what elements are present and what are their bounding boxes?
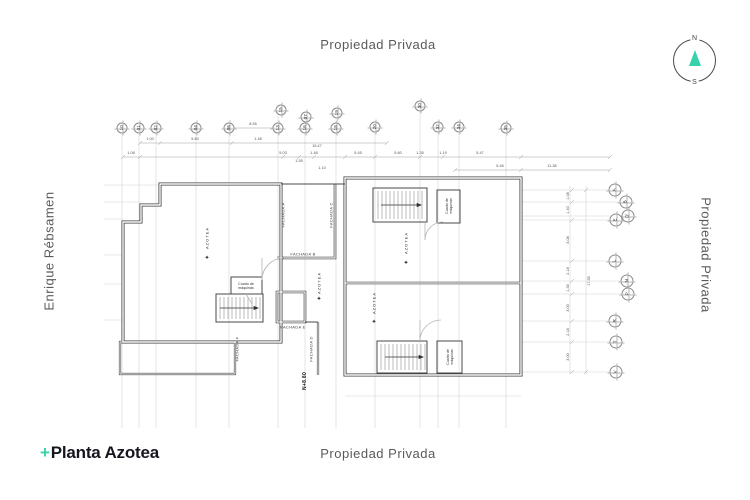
- grid-bubble: 04: [188, 120, 204, 136]
- machine-room-label: Cuarto de máquinas: [446, 349, 454, 365]
- grid-bubble: R: [606, 312, 624, 330]
- dimension-label: 1.35: [566, 284, 570, 292]
- slope-arrow-icon: ✦: [316, 296, 322, 303]
- grid-bubble: E: [607, 211, 625, 229]
- machine-room-label: Cuarto de máquinas: [445, 198, 453, 214]
- facade-label: FACHADA A: [280, 202, 286, 228]
- dimension-label: 5.03: [279, 151, 287, 155]
- dimension-label: 1.19: [439, 151, 447, 155]
- grid-bubble: 07: [298, 109, 314, 125]
- grid-bubble: L: [606, 252, 624, 270]
- grid-bubble: 06: [221, 120, 237, 136]
- grid-bubble: 35: [498, 120, 514, 136]
- grid-bubble: 02: [148, 120, 164, 136]
- slope-arrow-icon: ✦: [371, 319, 377, 326]
- grid-bubble: B: [617, 193, 635, 211]
- elevation-marker: N+8.80: [302, 371, 308, 391]
- grid-bubble: P: [619, 285, 637, 303]
- dimension-label: 5.47: [476, 151, 484, 155]
- room-label: AZOTEA: [316, 271, 322, 295]
- property-label-top: Propiedad Privada: [320, 37, 436, 52]
- grid-bubble: D': [619, 207, 637, 225]
- dimension-label: 1.08: [127, 151, 135, 155]
- facade-label: FACHADA F: [234, 336, 240, 362]
- north-arrow-icon: [688, 50, 701, 66]
- facade-label: FACHADA E: [280, 324, 306, 330]
- dimension-label: 2.18: [566, 267, 570, 275]
- plus-icon: +: [40, 443, 50, 462]
- dimension-label: 17.35: [587, 276, 591, 286]
- facade-label: FACHADA D: [308, 336, 314, 362]
- slope-arrow-icon: ✦: [204, 255, 210, 262]
- drawing-title-text: Planta Azotea: [50, 443, 159, 462]
- room-label: AZOTEA: [204, 226, 210, 250]
- dimension-label: 2.18: [566, 328, 570, 336]
- grid-bubble: A: [606, 181, 624, 199]
- room-label: AZOTEA: [371, 291, 377, 315]
- grid-bubble: 20: [367, 119, 383, 135]
- north-compass: N S: [671, 35, 718, 86]
- grid-bubble: 16: [297, 120, 313, 136]
- slope-arrow-icon: ✦: [403, 260, 409, 267]
- drawing-title: +Planta Azotea: [40, 443, 159, 463]
- compass-south-label: S: [690, 79, 699, 86]
- dimension-label: 5.45: [354, 151, 362, 155]
- grid-bubble: V: [607, 363, 625, 381]
- grid-bubble: N: [618, 272, 636, 290]
- grid-bubble: 34: [451, 119, 467, 135]
- room-label: AZOTEA: [403, 231, 409, 255]
- dimension-label: 3.00: [566, 353, 570, 361]
- grid-bubble: 30: [412, 98, 428, 114]
- dimension-label: 1.00: [146, 137, 154, 141]
- dimension-label: 3.00: [566, 304, 570, 312]
- dimension-label: 1.46: [310, 151, 318, 155]
- facade-label: FACHADA B: [290, 251, 316, 257]
- grid-bubble: 01: [131, 120, 147, 136]
- grid-bubble: 19: [329, 105, 345, 121]
- grid-bubble: 32: [430, 119, 446, 135]
- dimension-label: 11.38: [547, 164, 557, 168]
- dimension-label: 15.47: [312, 144, 322, 148]
- grid-bubble: T: [607, 333, 625, 351]
- grid-bubble: 10: [114, 120, 130, 136]
- dimension-label: 1.35: [416, 151, 424, 155]
- dimension-label: 1.55: [295, 159, 303, 163]
- machine-room-label: Cuarto de máquinas: [238, 282, 254, 290]
- dimension-label: 1.08: [566, 192, 570, 200]
- dimension-label: 5.80: [191, 137, 199, 141]
- facade-label: FACHADA C: [328, 202, 334, 228]
- property-label-bottom: Propiedad Privada: [320, 446, 436, 461]
- dimension-label: 8.55: [249, 122, 257, 126]
- dimension-label: 1.40: [566, 206, 570, 214]
- compass-north-label: N: [689, 35, 700, 42]
- dimension-label: 5.46: [496, 164, 504, 168]
- grid-bubble: 18: [328, 120, 344, 136]
- dimension-label: 1.48: [254, 137, 262, 141]
- dimension-label: 5.80: [394, 151, 402, 155]
- grid-bubble: 15: [273, 102, 289, 118]
- dimension-label: 1.10: [318, 166, 326, 170]
- dimension-label: 3.08: [566, 236, 570, 244]
- grid-bubble: 13: [270, 120, 286, 136]
